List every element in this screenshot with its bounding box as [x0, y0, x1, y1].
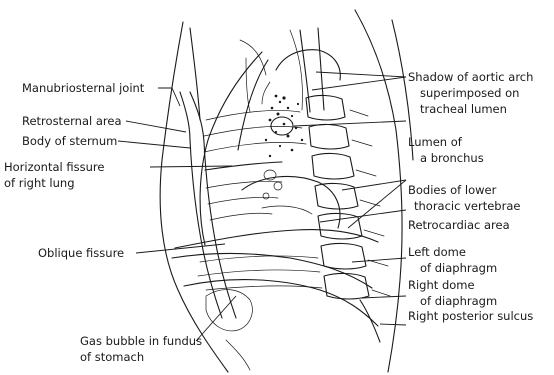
leader-lines-left	[118, 88, 236, 341]
label-retrocardiac-area: Retrocardiac area	[408, 218, 510, 232]
chest-outline-drawing	[160, 10, 413, 372]
labels-left: Manubriosternal joint Retrosternal area …	[4, 81, 202, 364]
label-left-dome-line2: of diaphragm	[420, 261, 497, 275]
label-horizontal-fissure-line2: of right lung	[4, 176, 75, 190]
sternum-drawing	[180, 92, 236, 318]
label-body-of-sternum: Body of sternum	[22, 134, 117, 148]
label-gas-bubble-line2: of stomach	[80, 350, 144, 364]
vertebrae-drawing	[306, 95, 390, 299]
ribs-drawing	[198, 110, 322, 290]
trachea-aorta-drawing	[262, 28, 340, 199]
label-aortic-arch-line3: tracheal lumen	[420, 102, 507, 116]
label-right-dome-line2: of diaphragm	[420, 294, 497, 308]
label-manubriosternal-joint: Manubriosternal joint	[22, 81, 145, 95]
label-left-dome: Left dome	[408, 245, 466, 259]
labels-right: Shadow of aortic arch superimposed on tr…	[408, 70, 533, 323]
label-retrosternal-area: Retrosternal area	[22, 114, 122, 128]
label-lower-thoracic-vertebrae-line2: thoracic vertebrae	[414, 199, 520, 213]
label-right-dome: Right dome	[408, 278, 475, 292]
label-gas-bubble: Gas bubble in fundus	[80, 334, 202, 348]
label-right-posterior-sulcus: Right posterior sulcus	[408, 309, 533, 323]
label-lumen-bronchus-line2: a bronchus	[420, 151, 484, 165]
label-aortic-arch: Shadow of aortic arch	[408, 70, 533, 84]
diaphragm-drawing	[172, 254, 380, 371]
label-horizontal-fissure: Horizontal fissure	[4, 160, 104, 174]
label-aortic-arch-line2: superimposed on	[420, 86, 519, 100]
label-lower-thoracic-vertebrae: Bodies of lower	[408, 183, 497, 197]
label-oblique-fissure: Oblique fissure	[38, 246, 124, 260]
label-lumen-bronchus: Lumen of	[408, 135, 463, 149]
